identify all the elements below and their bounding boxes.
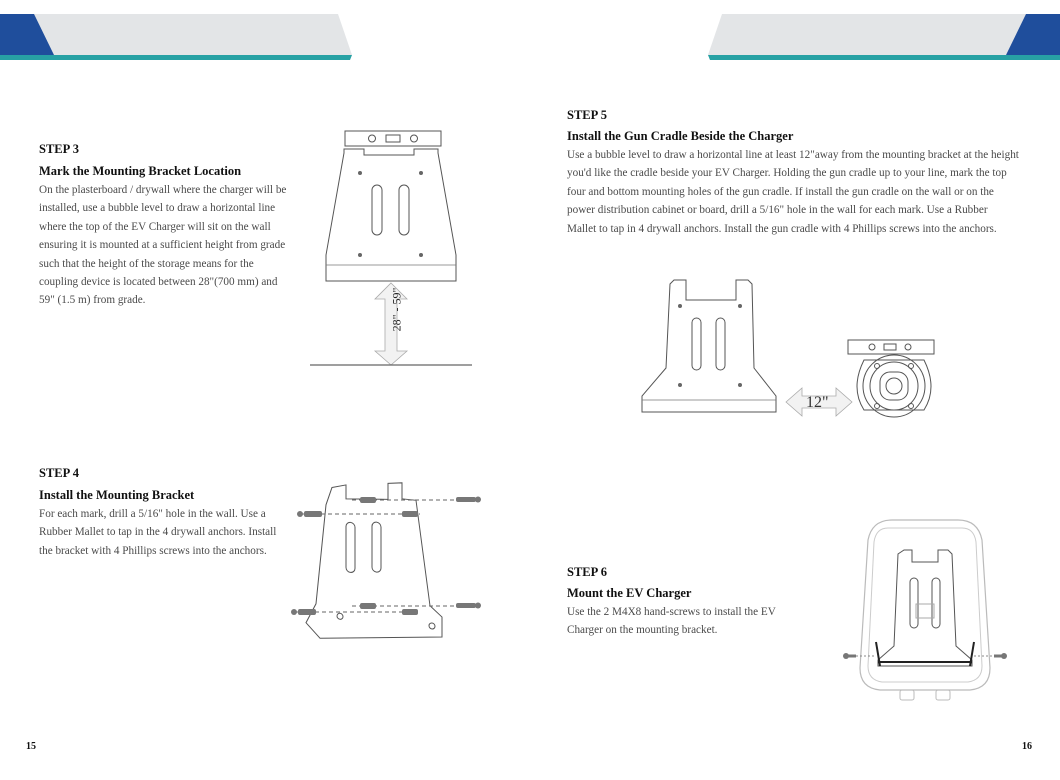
step3-number: STEP 3 [39,142,79,156]
step4-bracket-install-figure [291,482,481,639]
step5-body: Use a bubble level to draw a horizontal … [567,149,1019,235]
step4-number: STEP 4 [39,466,79,480]
step5-distance-label: 12" [806,394,829,411]
step5-cradle-figure [641,279,935,418]
step4-body: For each mark, drill a 5/16" hole in the… [39,508,277,557]
step6-charger-figure [843,519,1007,701]
step5-number: STEP 5 [567,108,607,122]
step3-bracket-figure [310,130,472,366]
step6-number: STEP 6 [567,565,607,579]
step3-title: Mark the Mounting Bracket Location [39,164,242,178]
right-page-number: 16 [1022,741,1032,752]
step4-title: Install the Mounting Bracket [39,488,195,502]
left-page-number: 15 [26,741,36,752]
step6-body: Use the 2 M4X8 hand-screws to install th… [567,606,776,637]
step6-title: Mount the EV Charger [567,586,692,600]
step3-body: On the plasterboard / drywall where the … [39,184,287,307]
right-header-banner [708,14,1060,60]
step5-title: Install the Gun Cradle Beside the Charge… [567,129,794,143]
step3-height-label: 28" - 59" [389,287,404,332]
left-header-banner [0,14,352,60]
